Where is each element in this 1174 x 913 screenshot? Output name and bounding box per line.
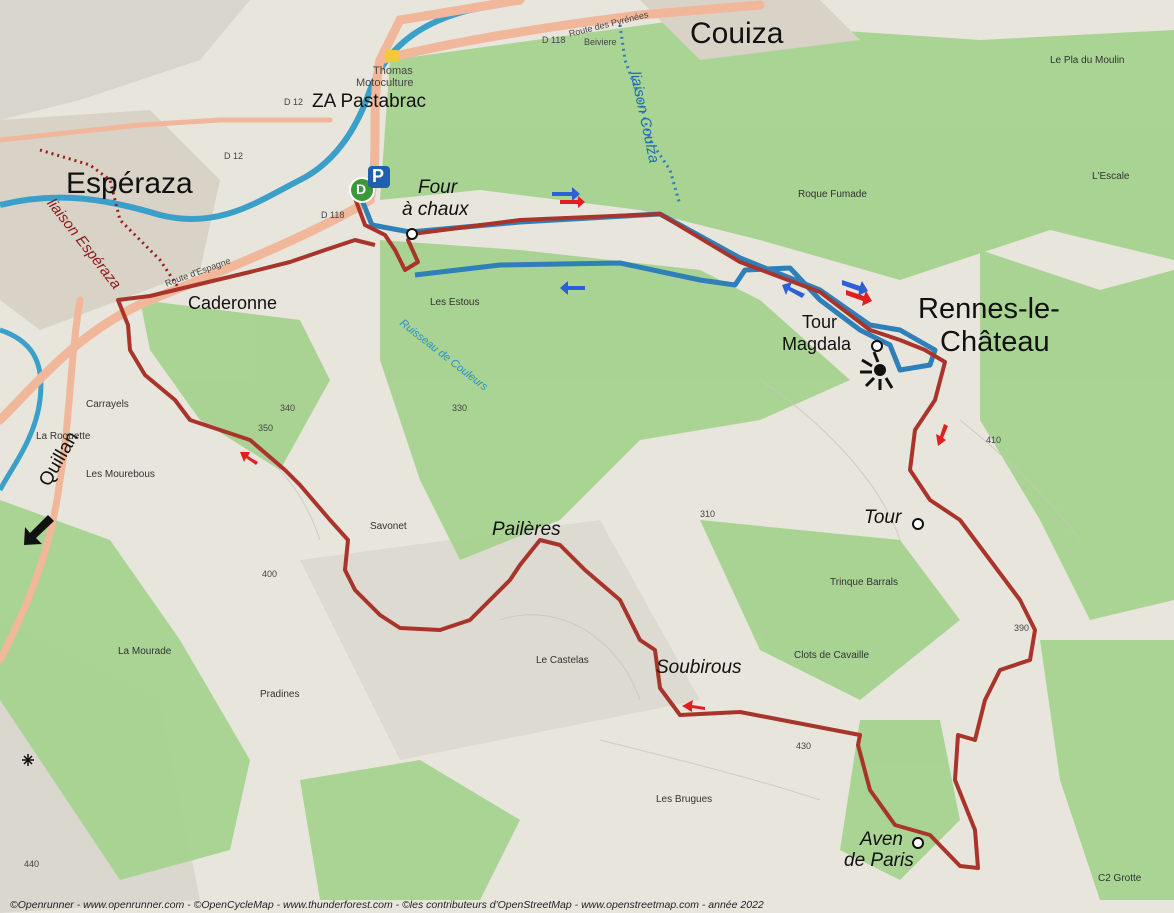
roads: [0, 0, 765, 664]
label-d118-1: D 118: [321, 210, 345, 220]
label-savonet: Savonet: [370, 521, 407, 532]
depart-letter: D: [356, 181, 367, 197]
label-tour-magdala-1: Tour: [802, 312, 838, 332]
label-d12-2: D 12: [224, 151, 244, 161]
label-lescale: L'Escale: [1092, 171, 1130, 182]
viewpoint-icon-small: [22, 754, 34, 766]
label-la-mourade: La Mourade: [118, 646, 172, 657]
alt-400: 400: [262, 569, 278, 579]
label-c2-grotte: C2 Grotte: [1098, 873, 1142, 884]
red-route: [116, 189, 1037, 870]
label-rennes-1: Rennes-le-: [918, 293, 1060, 325]
label-pradines: Pradines: [260, 689, 300, 700]
liaison-esperaza-path: [39, 148, 182, 291]
label-d118-2: D 118: [542, 35, 566, 45]
direction-arrow-icon: [240, 187, 948, 712]
alt-410: 410: [986, 435, 1002, 445]
alt-340: 340: [280, 403, 296, 413]
label-beiviere: Beiviere: [584, 37, 617, 47]
label-aven-2: de Paris: [844, 850, 914, 871]
alt-390: 390: [1014, 623, 1030, 633]
label-la-roquette: La Roquette: [36, 431, 91, 442]
four-a-chaux-marker: [406, 228, 418, 240]
quillan-arrow-icon: [24, 515, 54, 545]
label-clots-de-cavaille: Clots de Cavaille: [794, 650, 870, 661]
label-pailleres: Pailères: [492, 519, 561, 540]
couiza-town-area: [640, 0, 860, 60]
label-four-1: Four: [418, 177, 458, 198]
alt-430: 430: [796, 741, 812, 751]
label-rennes-2: Château: [940, 326, 1050, 358]
tour-marker: [912, 518, 924, 530]
alt-330: 330: [452, 403, 468, 413]
label-esperaza: Espéraza: [66, 167, 193, 200]
tour-magdala-marker: [871, 340, 883, 352]
aven-de-paris-marker: [912, 837, 924, 849]
alt-440: 440: [24, 859, 40, 869]
bicycle-shop-icon: [385, 50, 399, 62]
label-soubirous: Soubirous: [656, 657, 742, 678]
alt-350: 350: [258, 423, 274, 433]
label-pla-du-moulin: Le Pla du Moulin: [1050, 55, 1125, 66]
label-trinque-barrals: Trinque Barrals: [830, 577, 898, 588]
label-le-castelas: Le Castelas: [536, 655, 589, 666]
label-four-2: à chaux: [402, 199, 469, 220]
label-couiza: Couiza: [690, 17, 784, 50]
label-za-pastabrac: ZA Pastabrac: [312, 91, 427, 112]
label-tour: Tour: [864, 507, 902, 528]
label-tour-magdala-2: Magdala: [782, 334, 852, 354]
label-aven-1: Aven: [860, 829, 903, 850]
label-d12-1: D 12: [284, 97, 304, 107]
forest-areas: [0, 20, 1174, 900]
label-thomas-2: Motoculture: [356, 77, 414, 89]
label-thomas-1: Thomas: [373, 65, 413, 77]
map-credit: ©Openrunner - www.openrunner.com - ©Open…: [10, 899, 764, 911]
label-les-estous: Les Estous: [430, 297, 480, 308]
parking-letter: P: [372, 166, 385, 186]
viewpoint-icon: [860, 351, 894, 390]
esperaza-town-area: [0, 110, 220, 330]
label-les-brugues: Les Brugues: [656, 794, 713, 805]
label-roque-fumade: Roque Fumade: [798, 189, 867, 200]
parking-icon: [368, 166, 390, 188]
label-carrayels: Carrayels: [86, 399, 129, 410]
alt-310: 310: [700, 509, 716, 519]
label-caderonne: Caderonne: [188, 293, 278, 313]
river: [0, 0, 521, 222]
label-les-mourebous: Les Mourebous: [86, 469, 155, 480]
